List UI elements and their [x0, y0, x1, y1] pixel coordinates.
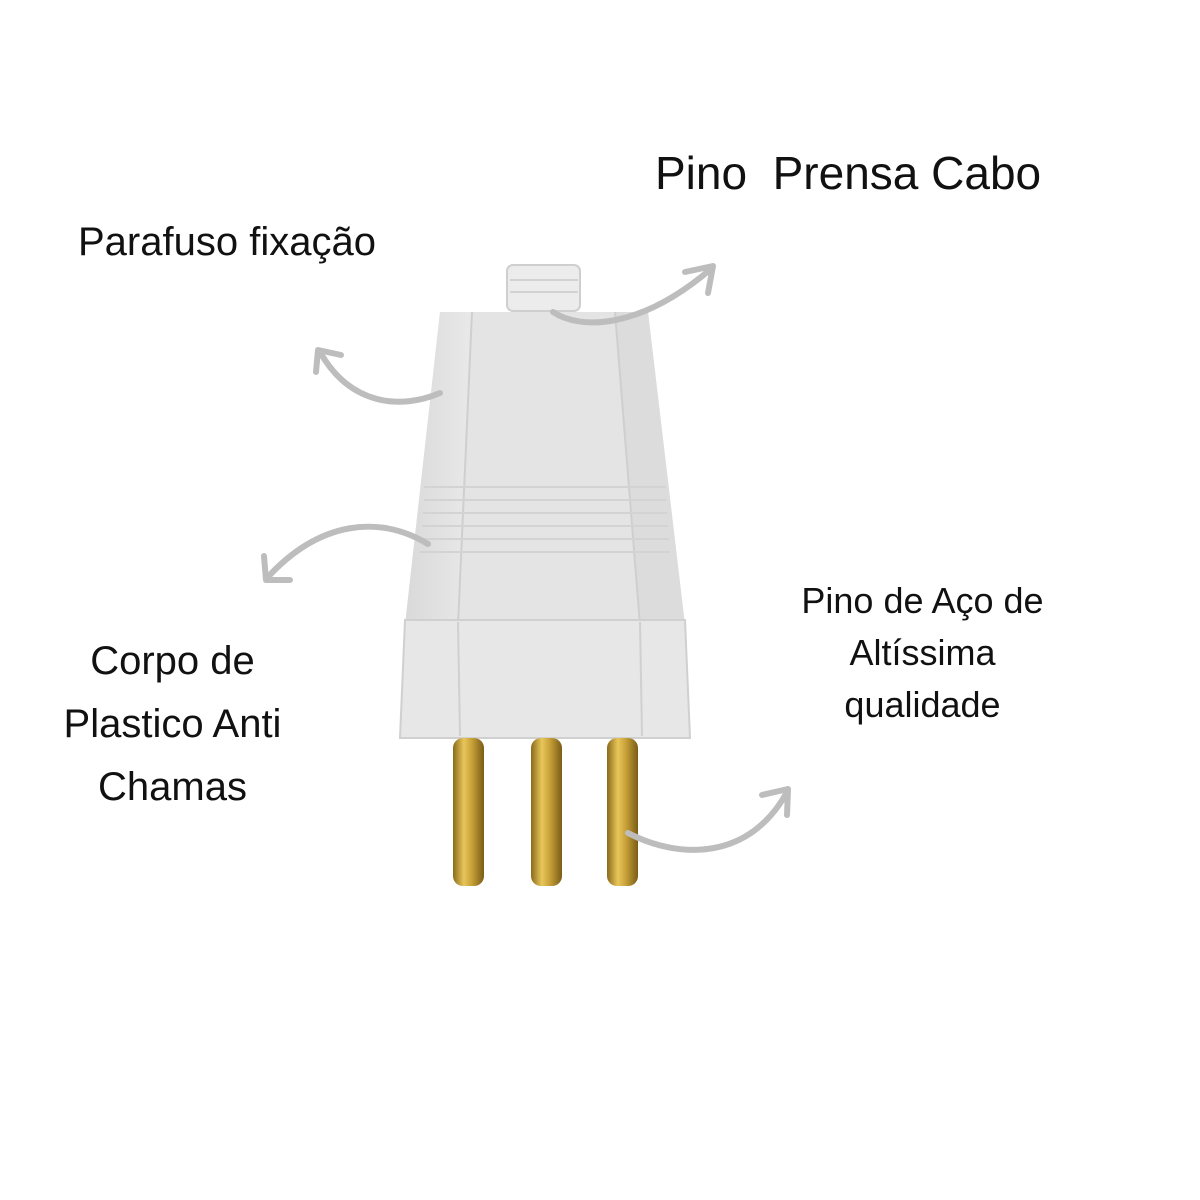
- cable-gland-top: [506, 264, 581, 312]
- plug-pins: [453, 738, 638, 886]
- label-pino-prensa-cabo: Pino Prensa Cabo: [655, 150, 1075, 196]
- curved-arrow-icon: [550, 263, 716, 326]
- plug-upper-body: [405, 311, 685, 626]
- label-pino-aco: Pino de Aço de Altíssima qualidade: [760, 575, 1085, 731]
- label-pino-prensa-cabo-text: Pino Prensa Cabo: [655, 147, 1042, 199]
- curved-arrow-icon: [313, 347, 443, 405]
- label-parafuso-fixacao: Parafuso fixação: [78, 222, 438, 262]
- label-pino-aco-line-1: Pino de Aço de: [801, 580, 1044, 621]
- label-parafuso-fixacao-text: Parafuso fixação: [78, 220, 376, 264]
- label-corpo-line-3: Chamas: [98, 765, 247, 809]
- electric-plug-icon: [398, 264, 692, 886]
- curved-arrow-icon: [625, 786, 791, 853]
- pin-left: [453, 738, 484, 886]
- label-pino-aco-line-3: qualidade: [844, 684, 1001, 725]
- pin-middle: [531, 738, 562, 886]
- plug-hex-base: [398, 619, 692, 739]
- label-corpo-line-2: Plastico Anti: [63, 702, 282, 746]
- label-corpo-line-1: Corpo de: [90, 639, 255, 683]
- label-corpo-plastico: Corpo de Plastico Anti Chamas: [20, 630, 325, 819]
- label-pino-aco-line-2: Altíssima: [849, 632, 996, 673]
- curved-arrow-icon: [261, 523, 431, 583]
- pin-right: [607, 738, 638, 886]
